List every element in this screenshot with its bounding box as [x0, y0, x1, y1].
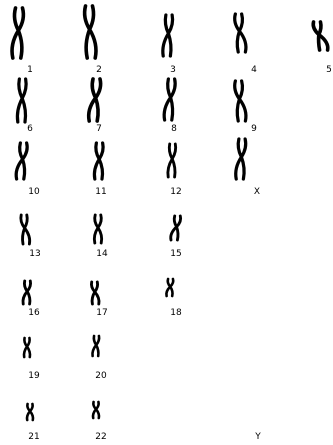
- chromosome-label-3: 3: [170, 65, 176, 75]
- chromosome-20: [92, 336, 99, 356]
- chromosome-2: [85, 6, 96, 58]
- chromosome-label-4: 4: [251, 65, 257, 75]
- chromosome-label-14: 14: [96, 249, 108, 259]
- chromosome-label-15: 15: [170, 249, 181, 259]
- chromosome-14: [94, 215, 101, 243]
- chromosome-7: [89, 79, 101, 121]
- chromosome-9: [235, 81, 246, 121]
- chromosome-label-7: 7: [96, 124, 102, 134]
- chromosome-label-17: 17: [96, 308, 107, 318]
- chromosome-label-1: 1: [27, 65, 33, 75]
- chromosome-1: [12, 8, 23, 58]
- chromosome-label-18: 18: [170, 308, 182, 318]
- chromosome-13: [21, 215, 30, 244]
- chromosome-label-20: 20: [95, 371, 107, 381]
- chromosome-label-y: Y: [254, 432, 261, 442]
- chromosome-label-x: X: [254, 187, 260, 197]
- chromosome-label-22: 22: [95, 432, 106, 442]
- chromosome-label-10: 10: [28, 187, 40, 197]
- chromosome-17: [91, 282, 99, 304]
- chromosome-label-16: 16: [28, 308, 40, 318]
- chromosome-8: [164, 79, 175, 120]
- chromosome-x: [236, 139, 246, 179]
- chromosome-10: [16, 143, 27, 179]
- chromosome-label-2: 2: [96, 65, 102, 75]
- chromosome-label-11: 11: [95, 187, 106, 197]
- chromosome-15: [171, 216, 181, 240]
- chromosome-label-8: 8: [171, 124, 177, 134]
- chromosome-label-6: 6: [27, 124, 33, 134]
- chromosome-5: [313, 22, 328, 50]
- chromosome-6: [17, 79, 26, 122]
- chromosome-22: [93, 402, 99, 418]
- chromosome-19: [24, 338, 30, 357]
- chromosome-label-12: 12: [170, 187, 181, 197]
- chromosome-label-13: 13: [29, 249, 40, 259]
- chromosome-label-19: 19: [28, 371, 40, 381]
- chromosome-label-21: 21: [28, 432, 39, 442]
- chromosome-4: [235, 14, 246, 52]
- chromosome-3: [163, 15, 173, 56]
- chromosome-11: [94, 143, 103, 179]
- chromosome-label-9: 9: [251, 124, 257, 134]
- chromosome-12: [168, 144, 176, 177]
- chromosome-18: [166, 279, 173, 296]
- chromosome-label-5: 5: [326, 65, 332, 75]
- chromosome-16: [23, 281, 31, 304]
- chromosome-21: [27, 404, 33, 420]
